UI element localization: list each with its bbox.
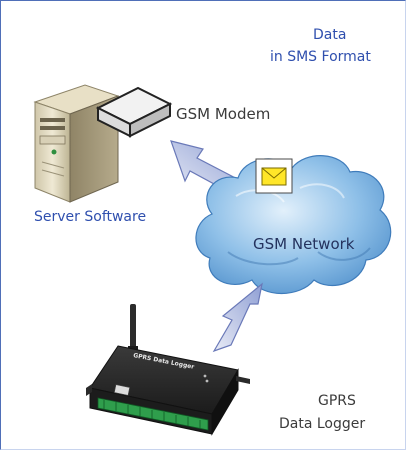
server-icon [33,84,120,203]
title-line-2: in SMS Format [270,49,371,65]
envelope-icon [255,158,293,194]
server-software-label: Server Software [34,209,147,225]
gsm-modem-icon [95,86,173,138]
gsm-modem-label: GSM Modem [176,105,271,123]
arrow-to-cloud [212,282,263,353]
gsm-network-label: GSM Network [253,235,355,253]
data-logger-device: GPRS Data Logger [86,345,250,436]
gprs-label-line-2: Data Logger [279,416,366,432]
title-line-1: Data [313,27,347,43]
gprs-label-line-1: GPRS [318,393,356,409]
antenna-icon [128,304,138,354]
